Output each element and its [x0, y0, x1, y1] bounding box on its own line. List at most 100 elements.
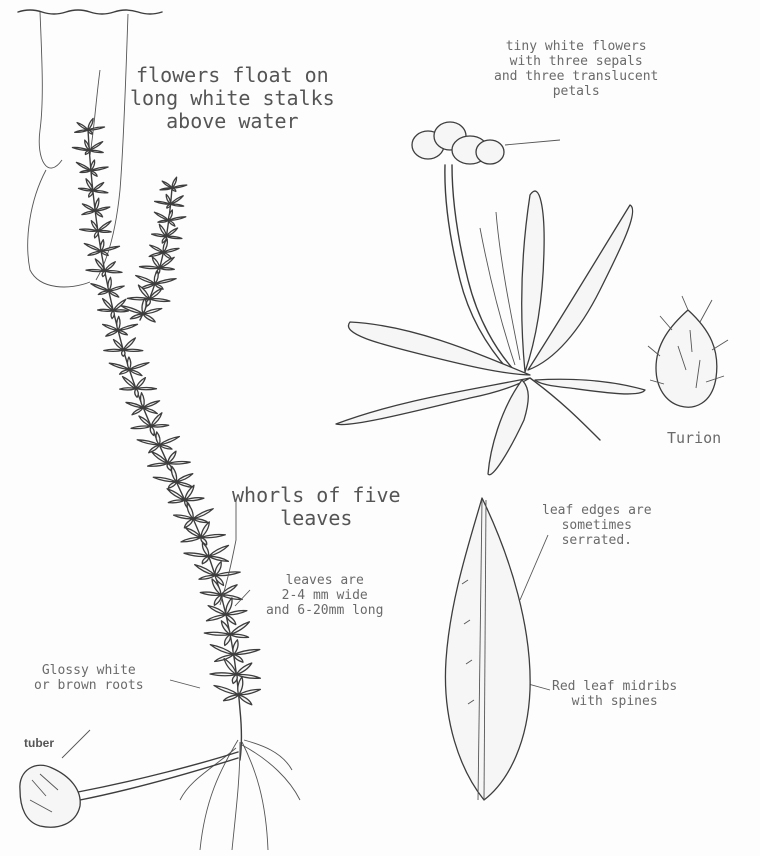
label-line: serrated. — [542, 534, 652, 549]
whorl-leaf — [176, 474, 193, 482]
whorl-leaf — [94, 231, 98, 238]
label-midrib: Red leaf midribs with spines — [552, 680, 677, 710]
whorl-leaf — [127, 357, 130, 369]
label-line: sometimes — [542, 519, 652, 534]
whorl-leaf — [171, 204, 184, 206]
whorl-leaf — [137, 440, 159, 445]
label-tuber: tuber — [24, 737, 54, 751]
label-line: or brown roots — [34, 679, 144, 694]
whorl-leaf — [131, 426, 151, 429]
whorl-leaf — [204, 632, 230, 635]
whorl-leaf — [154, 271, 158, 284]
whorl-leaf — [201, 534, 225, 537]
label-tiny-flowers: tiny white flowers with three sepals and… — [494, 40, 658, 100]
label-line: above water — [130, 110, 335, 133]
whorl-leaf — [172, 466, 177, 482]
whorl-leaf — [236, 674, 260, 678]
flower-stalk-left — [39, 12, 62, 168]
whorl-leaf — [150, 245, 164, 252]
whorl-leaf — [160, 188, 172, 190]
label-line: Turion — [667, 430, 721, 447]
whorl-leaf — [93, 183, 104, 191]
whorl-leaf — [88, 251, 101, 255]
water-surface-line — [18, 10, 162, 14]
whorl-leaf — [215, 572, 240, 576]
label-line: leaves — [232, 507, 401, 530]
whorl-leaf — [199, 575, 215, 579]
whorl-leaf — [210, 645, 233, 655]
whorl-leaf — [202, 556, 208, 564]
whorl-leaf — [84, 244, 101, 252]
whorl-leaf — [105, 271, 122, 273]
whorl-leaf — [214, 686, 239, 695]
whorl-leaf — [93, 191, 108, 193]
whorl-leaf — [80, 170, 91, 172]
whorl-leaf — [113, 310, 128, 312]
whorl-leaf — [193, 519, 208, 523]
whorl-leaf — [155, 279, 176, 284]
label-turion: Turion — [667, 430, 721, 447]
whorl-leaf — [117, 316, 120, 330]
whorl-leaf — [98, 291, 109, 295]
whorl-leaf — [181, 537, 201, 542]
whorl-leaf — [89, 150, 103, 152]
whorl-leaf — [239, 695, 252, 705]
label-line: petals — [494, 85, 658, 100]
label-line: with spines — [552, 695, 677, 710]
label-line: leaves are — [266, 574, 383, 589]
whorl-leaf — [120, 388, 136, 390]
whorl-leaf — [149, 445, 160, 453]
label-leaf-edges: leaf edges are sometimes serrated. — [542, 504, 652, 549]
whorl-leaf — [162, 181, 172, 188]
whorl-leaf — [207, 615, 227, 621]
whorl-leaf — [171, 196, 184, 204]
whorl-leaf — [238, 677, 243, 695]
whorl-leaf — [103, 324, 119, 330]
whorl-leaf — [75, 130, 88, 132]
flower-stalk-mid — [90, 70, 100, 155]
flower-stem-leaves — [336, 191, 645, 475]
whorl-leaf — [77, 123, 88, 130]
whorl-leaf — [98, 231, 111, 233]
whorl-leaf — [113, 299, 126, 310]
whorl-leaf — [98, 221, 111, 231]
branch-stem-leaf-whorls — [121, 177, 187, 322]
flower-stalk-right — [96, 14, 128, 280]
whorl-leaf — [160, 268, 175, 270]
whorl-leaf — [150, 426, 154, 435]
whorl-leaf — [184, 553, 209, 557]
whorl-leaf — [193, 509, 213, 519]
whorl-leaf — [224, 695, 239, 701]
whorl-leaf — [184, 519, 193, 528]
whorl-leaf — [82, 211, 95, 215]
label-line: leaf edges are — [542, 504, 652, 519]
whorl-leaf — [105, 262, 116, 271]
whorl-leaf — [148, 463, 168, 466]
whorl-leaf — [140, 266, 160, 268]
whorl-leaf — [140, 393, 144, 408]
label-line: and three translucent — [494, 70, 658, 85]
whorl-leaf — [234, 649, 260, 654]
whorl-leaf — [136, 388, 157, 390]
label-line: tiny white flowers — [494, 40, 658, 55]
whorl-leaf — [209, 556, 229, 561]
whorl-leaf — [123, 338, 135, 350]
label-flowers-float: flowers float on long white stalks above… — [130, 64, 335, 133]
whorl-leaf — [111, 311, 114, 319]
whorl-leaf — [91, 284, 109, 291]
whorl-leaf — [135, 389, 139, 398]
whorl-leaf — [232, 675, 237, 684]
label-line: with three sepals — [494, 55, 658, 70]
whorl-leaf — [136, 276, 155, 284]
whorl-leaf — [86, 269, 105, 271]
whorl-leaf — [166, 236, 182, 238]
whorl-leaf — [209, 545, 229, 556]
whorl-leaf — [104, 349, 124, 351]
whorl-leaf — [82, 204, 95, 211]
whorl-leaf — [153, 477, 176, 482]
whorl-leaf — [233, 640, 238, 655]
roots — [180, 740, 300, 850]
whorl-leaf — [151, 425, 169, 427]
